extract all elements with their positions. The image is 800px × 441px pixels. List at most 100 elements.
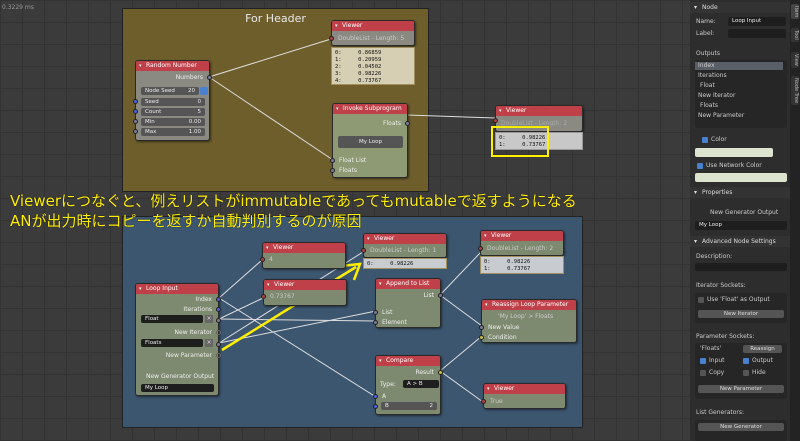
tab-tool[interactable]: Tool bbox=[791, 28, 799, 42]
seed-field[interactable]: 0 bbox=[197, 99, 202, 105]
node-header[interactable]: Viewer bbox=[332, 21, 414, 31]
socket[interactable] bbox=[479, 335, 484, 340]
new-iterator[interactable]: New Iterator bbox=[174, 329, 212, 336]
checkbox[interactable] bbox=[702, 136, 708, 143]
checkbox[interactable] bbox=[700, 369, 706, 376]
checkbox[interactable] bbox=[697, 162, 703, 169]
socket[interactable] bbox=[330, 158, 335, 163]
output-item[interactable]: Floats bbox=[700, 102, 718, 109]
node-header[interactable]: Loop Input bbox=[136, 284, 218, 294]
node-seed-field[interactable]: 20 bbox=[188, 88, 195, 94]
append-to-list-node[interactable]: Append to List List List Element bbox=[373, 278, 443, 328]
color-toggle[interactable]: Color bbox=[702, 136, 727, 144]
socket[interactable] bbox=[438, 370, 443, 375]
loop-field[interactable]: My Loop bbox=[695, 221, 787, 230]
socket[interactable] bbox=[261, 294, 266, 299]
node-header[interactable]: Reassign Loop Parameter bbox=[482, 300, 576, 310]
socket[interactable] bbox=[260, 257, 265, 262]
checkbox[interactable] bbox=[743, 357, 749, 364]
invoke-subprogram-node[interactable]: Invoke Subprogram Floats My Loop Float L… bbox=[330, 103, 410, 178]
reassign-loop-parameter-node[interactable]: Reassign Loop Parameter 'My Loop' > Floa… bbox=[479, 299, 577, 343]
socket[interactable] bbox=[133, 99, 138, 104]
output-item[interactable]: Index bbox=[695, 62, 783, 70]
socket[interactable] bbox=[373, 404, 378, 409]
tab-item[interactable]: Item bbox=[791, 4, 799, 20]
socket[interactable] bbox=[216, 353, 221, 358]
floats-name-field[interactable]: Floats bbox=[141, 339, 203, 347]
hide-toggle[interactable]: Hide bbox=[743, 369, 766, 377]
socket[interactable] bbox=[479, 325, 484, 330]
tab-view[interactable]: View bbox=[791, 52, 799, 68]
max-field[interactable]: 1.00 bbox=[188, 129, 201, 135]
socket[interactable] bbox=[329, 36, 334, 41]
socket[interactable] bbox=[216, 342, 221, 347]
checkbox[interactable] bbox=[700, 357, 706, 364]
socket[interactable] bbox=[216, 307, 221, 312]
viewer-node[interactable]: Viewer DoubleList - Length: 1 bbox=[361, 233, 447, 258]
checkbox[interactable] bbox=[743, 369, 749, 376]
socket[interactable] bbox=[216, 297, 221, 302]
new-generator-output[interactable]: New Generator Output bbox=[146, 373, 215, 380]
socket[interactable] bbox=[373, 310, 378, 315]
new-generator-button[interactable]: New Generator bbox=[698, 423, 784, 431]
socket[interactable] bbox=[493, 118, 498, 123]
use-network-color-toggle[interactable]: Use Network Color bbox=[697, 162, 762, 170]
socket[interactable] bbox=[373, 320, 378, 325]
socket[interactable] bbox=[481, 399, 486, 404]
new-generator-output-button[interactable]: New Generator Output bbox=[710, 209, 779, 216]
socket[interactable] bbox=[438, 293, 443, 298]
new-parameter-button[interactable]: New Parameter bbox=[698, 385, 784, 393]
socket[interactable] bbox=[361, 248, 366, 253]
use-float-output-toggle[interactable]: Use 'Float' as Output bbox=[698, 296, 770, 304]
node-header[interactable]: Invoke Subprogram bbox=[333, 104, 407, 114]
socket[interactable] bbox=[133, 119, 138, 124]
properties-header[interactable]: Properties bbox=[690, 187, 790, 198]
outputs-list[interactable]: Index Iterations Float New Iterator Floa… bbox=[695, 60, 787, 128]
new-parameter[interactable]: New Parameter bbox=[165, 352, 212, 359]
socket[interactable] bbox=[216, 330, 221, 335]
viewer-node[interactable]: Viewer DoubleList - Length: 2 bbox=[478, 230, 564, 256]
count-field[interactable]: 5 bbox=[197, 109, 202, 115]
color-swatch[interactable] bbox=[695, 148, 773, 157]
node-header[interactable]: Viewer bbox=[484, 384, 565, 394]
output-item[interactable]: Float bbox=[700, 82, 715, 89]
node-header[interactable]: Compare bbox=[376, 356, 440, 366]
label-field[interactable] bbox=[728, 29, 786, 38]
new-iterator-button[interactable]: New Iterator bbox=[698, 310, 784, 318]
socket[interactable] bbox=[133, 109, 138, 114]
reassign-button[interactable]: Reassign bbox=[743, 345, 782, 353]
node-panel-header[interactable]: Node bbox=[690, 2, 790, 13]
node-header[interactable]: Viewer bbox=[264, 280, 346, 290]
advanced-settings-header[interactable]: Advanced Node Settings bbox=[690, 236, 790, 247]
socket[interactable] bbox=[373, 394, 378, 399]
list-icon[interactable] bbox=[200, 87, 208, 95]
type-dropdown[interactable]: A > B bbox=[403, 380, 439, 388]
viewer-node[interactable]: Viewer True bbox=[481, 383, 566, 409]
node-header[interactable]: Viewer bbox=[364, 234, 446, 244]
output-toggle[interactable]: Output bbox=[743, 357, 773, 365]
tab-node-tree[interactable]: Node Tree bbox=[791, 76, 799, 106]
output-item[interactable]: New Parameter bbox=[698, 112, 745, 119]
socket[interactable] bbox=[133, 129, 138, 134]
remove-icon[interactable]: × bbox=[205, 315, 213, 323]
checkbox[interactable] bbox=[698, 296, 704, 303]
viewer-node[interactable]: Viewer 0.73767 bbox=[261, 279, 347, 306]
output-item[interactable]: New Iterator bbox=[698, 92, 736, 99]
description-field[interactable] bbox=[695, 263, 787, 271]
node-header[interactable]: Viewer bbox=[481, 231, 563, 241]
socket[interactable] bbox=[330, 168, 335, 173]
socket[interactable] bbox=[207, 75, 212, 80]
socket[interactable] bbox=[405, 121, 410, 126]
output-item[interactable]: Iterations bbox=[698, 72, 727, 79]
float-name-field[interactable]: Float bbox=[141, 315, 203, 323]
copy-toggle[interactable]: Copy bbox=[700, 369, 724, 377]
loop-selector[interactable]: My Loop bbox=[141, 384, 214, 392]
viewer-node[interactable]: Viewer DoubleList - Length: 5 bbox=[329, 20, 415, 46]
node-header[interactable]: Viewer bbox=[496, 106, 582, 116]
socket[interactable] bbox=[216, 318, 221, 323]
loop-input-node[interactable]: Loop Input Index Iterations Float × New … bbox=[135, 283, 221, 396]
node-header[interactable]: Append to List bbox=[376, 279, 440, 289]
viewer-node[interactable]: Viewer 4 bbox=[260, 242, 346, 269]
